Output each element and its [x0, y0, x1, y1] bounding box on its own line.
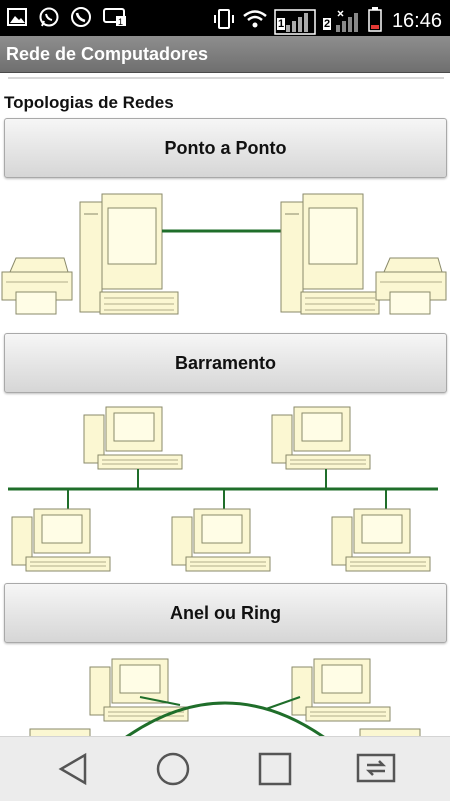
- point-to-point-button[interactable]: Ponto a Ponto: [4, 118, 447, 178]
- phone-icon: [70, 6, 92, 28]
- home-button[interactable]: [148, 749, 198, 789]
- printer-left: [1, 257, 73, 315]
- recents-icon: [258, 752, 292, 786]
- navigation-bar: [0, 736, 450, 801]
- battery-icon: [368, 6, 382, 37]
- app-title: Rede de Computadores: [6, 44, 209, 64]
- message-icon: 1: [102, 6, 126, 28]
- sim2-label: 2: [322, 17, 332, 30]
- signal-sim1-icon: 1: [274, 8, 316, 35]
- home-icon: [156, 752, 190, 786]
- printer-right: [375, 257, 447, 315]
- back-icon: [58, 752, 87, 786]
- wifi-icon: [242, 8, 268, 35]
- vibrate-icon: [212, 7, 236, 36]
- bus-button[interactable]: Barramento: [4, 333, 447, 393]
- sim1-label: 1: [276, 17, 286, 30]
- dual-window-button[interactable]: [352, 749, 402, 789]
- svg-text:1: 1: [118, 17, 123, 27]
- point-to-point-diagram: [1, 193, 447, 315]
- back-button[interactable]: [48, 749, 98, 789]
- ring-button[interactable]: Anel ou Ring: [4, 583, 447, 643]
- ring-diagram: [29, 658, 421, 736]
- status-bar: 1 1 2 16:46: [0, 0, 450, 36]
- ring-line: [125, 701, 325, 736]
- signal-sim2-icon: 2: [322, 9, 362, 35]
- gallery-icon: [6, 6, 28, 28]
- dual-window-icon: [356, 753, 396, 783]
- bus-diagram: [8, 406, 438, 572]
- computer-right: [280, 193, 380, 315]
- whatsapp-icon: [38, 6, 60, 28]
- app-title-bar: Rede de Computadores: [0, 36, 450, 73]
- clock: 16:46: [391, 10, 442, 32]
- content-area[interactable]: Topologias de Redes Ponto a Ponto: [0, 73, 450, 736]
- divider: [8, 77, 444, 79]
- section-title: Topologias de Redes: [4, 93, 174, 112]
- computer-left: [79, 193, 179, 315]
- recents-button[interactable]: [250, 749, 300, 789]
